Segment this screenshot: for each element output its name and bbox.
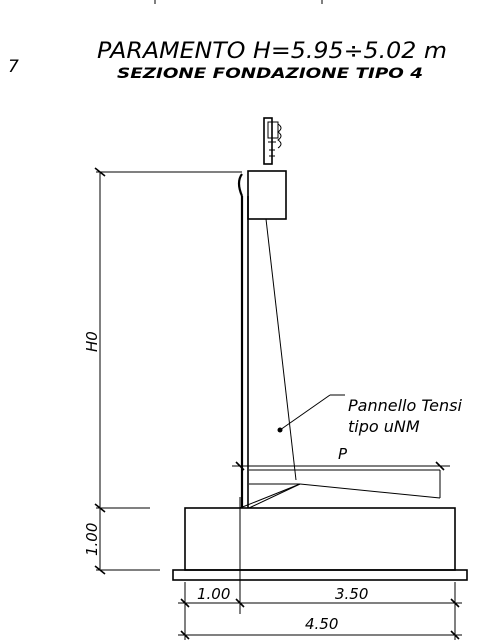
h0-label: H0 bbox=[83, 331, 101, 352]
toe-width-label: 1.00 bbox=[197, 585, 230, 603]
bottom-dimension-1 bbox=[178, 582, 462, 640]
drawing-title: PARAMENTO H=5.95÷5.02 m bbox=[97, 39, 447, 64]
heel-width-label: 3.50 bbox=[335, 585, 368, 603]
lean-concrete bbox=[172, 569, 468, 581]
annotation-line-2: tipo uNM bbox=[348, 417, 420, 436]
p-label: P bbox=[338, 445, 348, 463]
capping-beam bbox=[247, 170, 287, 220]
wall-panel bbox=[240, 196, 249, 508]
annotation-line-1: Pannello Tensi bbox=[348, 396, 462, 415]
total-width-label: 4.50 bbox=[305, 615, 338, 633]
annotation-leader bbox=[277, 394, 345, 433]
bottom-dimension-2 bbox=[178, 630, 462, 640]
p-dimension bbox=[232, 461, 450, 471]
h0-dimension bbox=[94, 167, 242, 513]
counterfort-panel bbox=[239, 218, 441, 509]
cap-hook bbox=[237, 173, 244, 197]
footing-dimension bbox=[94, 508, 160, 575]
left-marker: 7 bbox=[8, 57, 19, 77]
footing-height-label: 1.00 bbox=[83, 523, 101, 556]
drawing-subtitle: SEZIONE FONDAZIONE TIPO 4 bbox=[117, 66, 423, 82]
railing-post bbox=[263, 117, 282, 165]
foundation-slab bbox=[184, 507, 456, 571]
